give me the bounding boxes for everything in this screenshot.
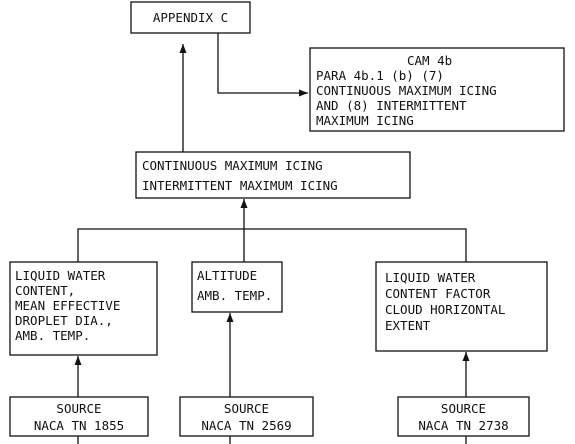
lwc-box: LIQUID WATER CONTENT, MEAN EFFECTIVE DRO… xyxy=(9,261,158,356)
lwc-factor-line-3: CLOUD HORIZONTAL xyxy=(385,302,505,317)
source-2569-line-2: NACA TN 2569 xyxy=(201,418,291,433)
cam-line-4: AND (8) INTERMITTENT xyxy=(316,98,467,113)
icing-line-2: INTERMITTENT MAXIMUM ICING xyxy=(142,178,338,193)
source-1855-line-2: NACA TN 1855 xyxy=(34,418,124,433)
source-1855-line-1: SOURCE xyxy=(56,401,101,416)
source-2569-box: SOURCE NACA TN 2569 xyxy=(179,396,314,437)
lwc-line-1: LIQUID WATER xyxy=(15,268,106,283)
edge-sources-to-icing xyxy=(77,199,467,262)
icing-box: CONTINUOUS MAXIMUM ICING INTERMITTENT MA… xyxy=(135,151,411,199)
appendix-c-box: APPENDIX C xyxy=(130,1,251,34)
cam-line-3: CONTINUOUS MAXIMUM ICING xyxy=(316,83,497,98)
cam-line-2: PARA 4b.1 (b) (7) xyxy=(316,68,444,83)
source-2738-line-1: SOURCE xyxy=(441,401,486,416)
altitude-line-2: AMB. TEMP. xyxy=(197,288,272,303)
cam-4b-box: CAM 4b PARA 4b.1 (b) (7) CONTINUOUS MAXI… xyxy=(309,47,565,132)
source-1855-box: SOURCE NACA TN 1855 xyxy=(9,396,149,437)
source-2738-line-2: NACA TN 2738 xyxy=(418,418,508,433)
connectors xyxy=(74,33,470,444)
lwc-line-5: AMB. TEMP. xyxy=(15,328,90,343)
cam-line-1: CAM 4b xyxy=(407,53,452,68)
lwc-line-4: DROPLET DIA., xyxy=(15,313,113,328)
appendix-c-label: APPENDIX C xyxy=(153,10,228,25)
lwc-factor-line-4: EXTENT xyxy=(385,318,431,333)
cam-line-5: MAXIMUM ICING xyxy=(316,113,414,128)
lwc-factor-line-2: CONTENT FACTOR xyxy=(385,286,491,301)
lwc-line-2: CONTENT, xyxy=(15,283,75,298)
source-2738-box: SOURCE NACA TN 2738 xyxy=(397,396,530,437)
source-2569-line-1: SOURCE xyxy=(224,401,269,416)
altitude-box: ALTITUDE AMB. TEMP. xyxy=(191,261,283,313)
altitude-line-1: ALTITUDE xyxy=(197,268,257,283)
edge-appendix-to-cam xyxy=(217,33,308,97)
icing-line-1: CONTINUOUS MAXIMUM ICING xyxy=(142,158,323,173)
lwc-line-3: MEAN EFFECTIVE xyxy=(15,298,120,313)
lwc-factor-box: LIQUID WATER CONTENT FACTOR CLOUD HORIZO… xyxy=(375,261,548,352)
lwc-factor-line-1: LIQUID WATER xyxy=(385,270,476,285)
